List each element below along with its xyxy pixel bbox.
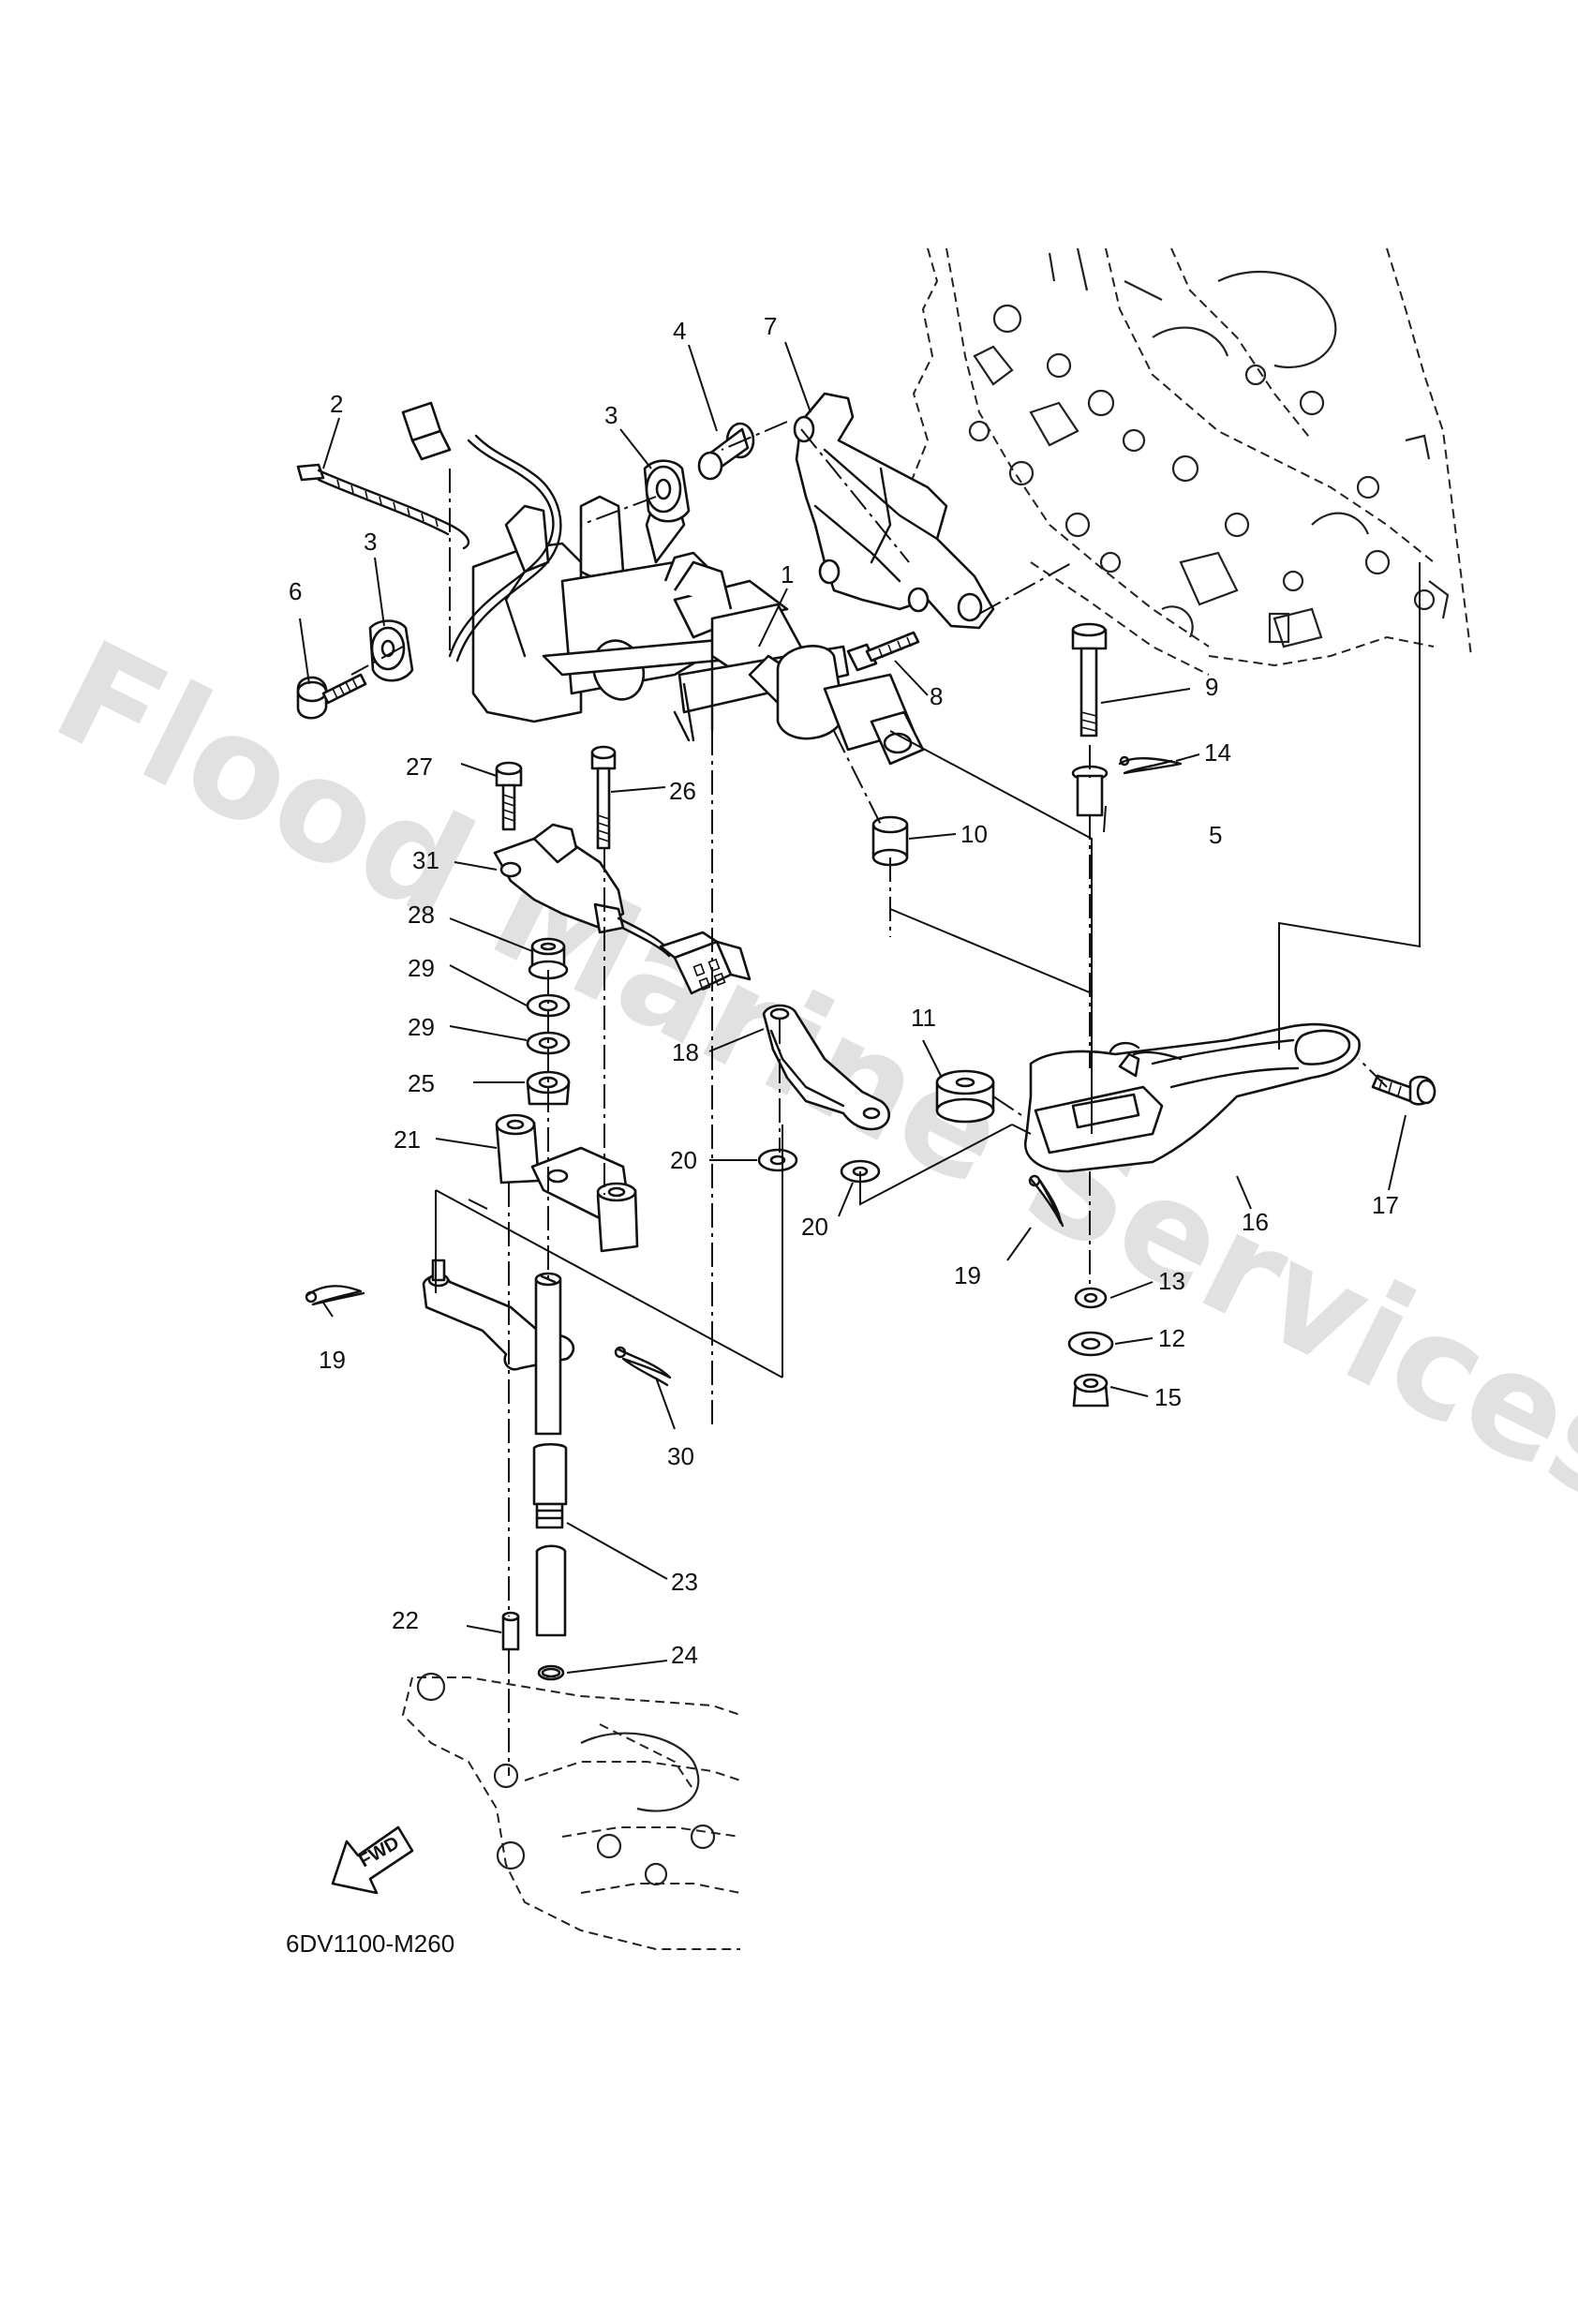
callout-19-left: 19 bbox=[319, 1346, 346, 1374]
part-13-washer bbox=[1074, 1287, 1108, 1309]
callout-20-b: 20 bbox=[801, 1213, 828, 1241]
callout-28: 28 bbox=[408, 901, 435, 929]
part-12-washer bbox=[1067, 1331, 1114, 1357]
part-27-bolt bbox=[495, 761, 523, 831]
part-26-bolt bbox=[590, 745, 617, 850]
part-9-bolt bbox=[1071, 622, 1108, 737]
callout-13: 13 bbox=[1158, 1267, 1185, 1295]
part-4-collar bbox=[697, 422, 755, 481]
callout-6: 6 bbox=[289, 577, 302, 605]
part-19-clip-left bbox=[305, 1285, 365, 1306]
callout-3-lower: 3 bbox=[364, 528, 377, 556]
callout-19-right: 19 bbox=[954, 1261, 981, 1289]
callout-23: 23 bbox=[671, 1568, 698, 1596]
part-18-link bbox=[762, 1004, 890, 1131]
part-8-bolt bbox=[846, 631, 920, 672]
part-17-bolt bbox=[1371, 1074, 1437, 1106]
callout-30: 30 bbox=[667, 1442, 694, 1470]
part-10-bushing bbox=[871, 815, 909, 867]
part-2-cable-tie bbox=[296, 463, 470, 550]
reference-lines bbox=[350, 421, 1421, 1776]
callout-7: 7 bbox=[764, 312, 777, 340]
lower-case-outline bbox=[401, 1672, 741, 1950]
callout-22: 22 bbox=[392, 1606, 419, 1634]
part-5-bushing bbox=[1071, 765, 1109, 817]
part-14-clip bbox=[1118, 755, 1183, 775]
part-19-clip-right bbox=[1028, 1174, 1064, 1228]
part-23-shift-shaft bbox=[422, 1259, 575, 1637]
callout-3-upper: 3 bbox=[604, 401, 618, 429]
callout-31: 31 bbox=[412, 846, 439, 874]
callout-5: 5 bbox=[1209, 821, 1222, 849]
callout-20-a: 20 bbox=[670, 1146, 697, 1174]
callout-10: 10 bbox=[960, 820, 988, 848]
callout-15: 15 bbox=[1154, 1383, 1182, 1411]
callout-16: 16 bbox=[1242, 1208, 1269, 1236]
callout-29-a: 29 bbox=[408, 954, 435, 982]
callout-29-b: 29 bbox=[408, 1013, 435, 1041]
part-20-washer-a bbox=[757, 1148, 798, 1172]
diagram-code: 6DV1100-M260 bbox=[286, 1929, 454, 1958]
callout-1: 1 bbox=[781, 560, 794, 588]
callout-2: 2 bbox=[330, 390, 343, 418]
callout-12: 12 bbox=[1158, 1324, 1185, 1352]
callout-numbers: 1 2 3 3 4 5 6 7 8 9 10 11 12 13 14 15 16… bbox=[289, 312, 1399, 1669]
callout-18: 18 bbox=[672, 1038, 699, 1066]
part-24-o-ring bbox=[537, 1664, 565, 1681]
engine-block-outline bbox=[907, 247, 1472, 676]
fwd-arrow: FWD bbox=[331, 1825, 414, 1895]
part-15-nut bbox=[1072, 1373, 1109, 1408]
part-7-bracket bbox=[793, 392, 995, 630]
part-16-lever bbox=[1023, 1022, 1361, 1173]
part-3-grommet-upper bbox=[643, 459, 691, 523]
callout-27: 27 bbox=[406, 752, 433, 781]
part-21-lever bbox=[495, 1113, 639, 1253]
callout-14: 14 bbox=[1204, 738, 1231, 767]
part-1-wire-harness bbox=[401, 401, 562, 663]
callout-8: 8 bbox=[930, 682, 943, 710]
callout-11: 11 bbox=[911, 1004, 936, 1032]
part-3-grommet-lower bbox=[368, 619, 414, 682]
leader-lines bbox=[299, 341, 1407, 1674]
callout-4: 4 bbox=[673, 317, 686, 345]
callout-24: 24 bbox=[671, 1641, 698, 1669]
part-31-sensor bbox=[493, 823, 752, 995]
callout-21: 21 bbox=[394, 1125, 421, 1154]
callout-9: 9 bbox=[1205, 673, 1218, 701]
part-6-bolt bbox=[296, 673, 367, 720]
part-11-spacer bbox=[935, 1069, 995, 1124]
callout-25: 25 bbox=[408, 1069, 435, 1097]
part-22-dowel-pin bbox=[501, 1611, 520, 1651]
part-30-clip bbox=[614, 1346, 672, 1387]
callout-26: 26 bbox=[669, 777, 696, 805]
part-1-shift-rod-assembly bbox=[471, 490, 925, 766]
callout-17: 17 bbox=[1372, 1191, 1399, 1219]
